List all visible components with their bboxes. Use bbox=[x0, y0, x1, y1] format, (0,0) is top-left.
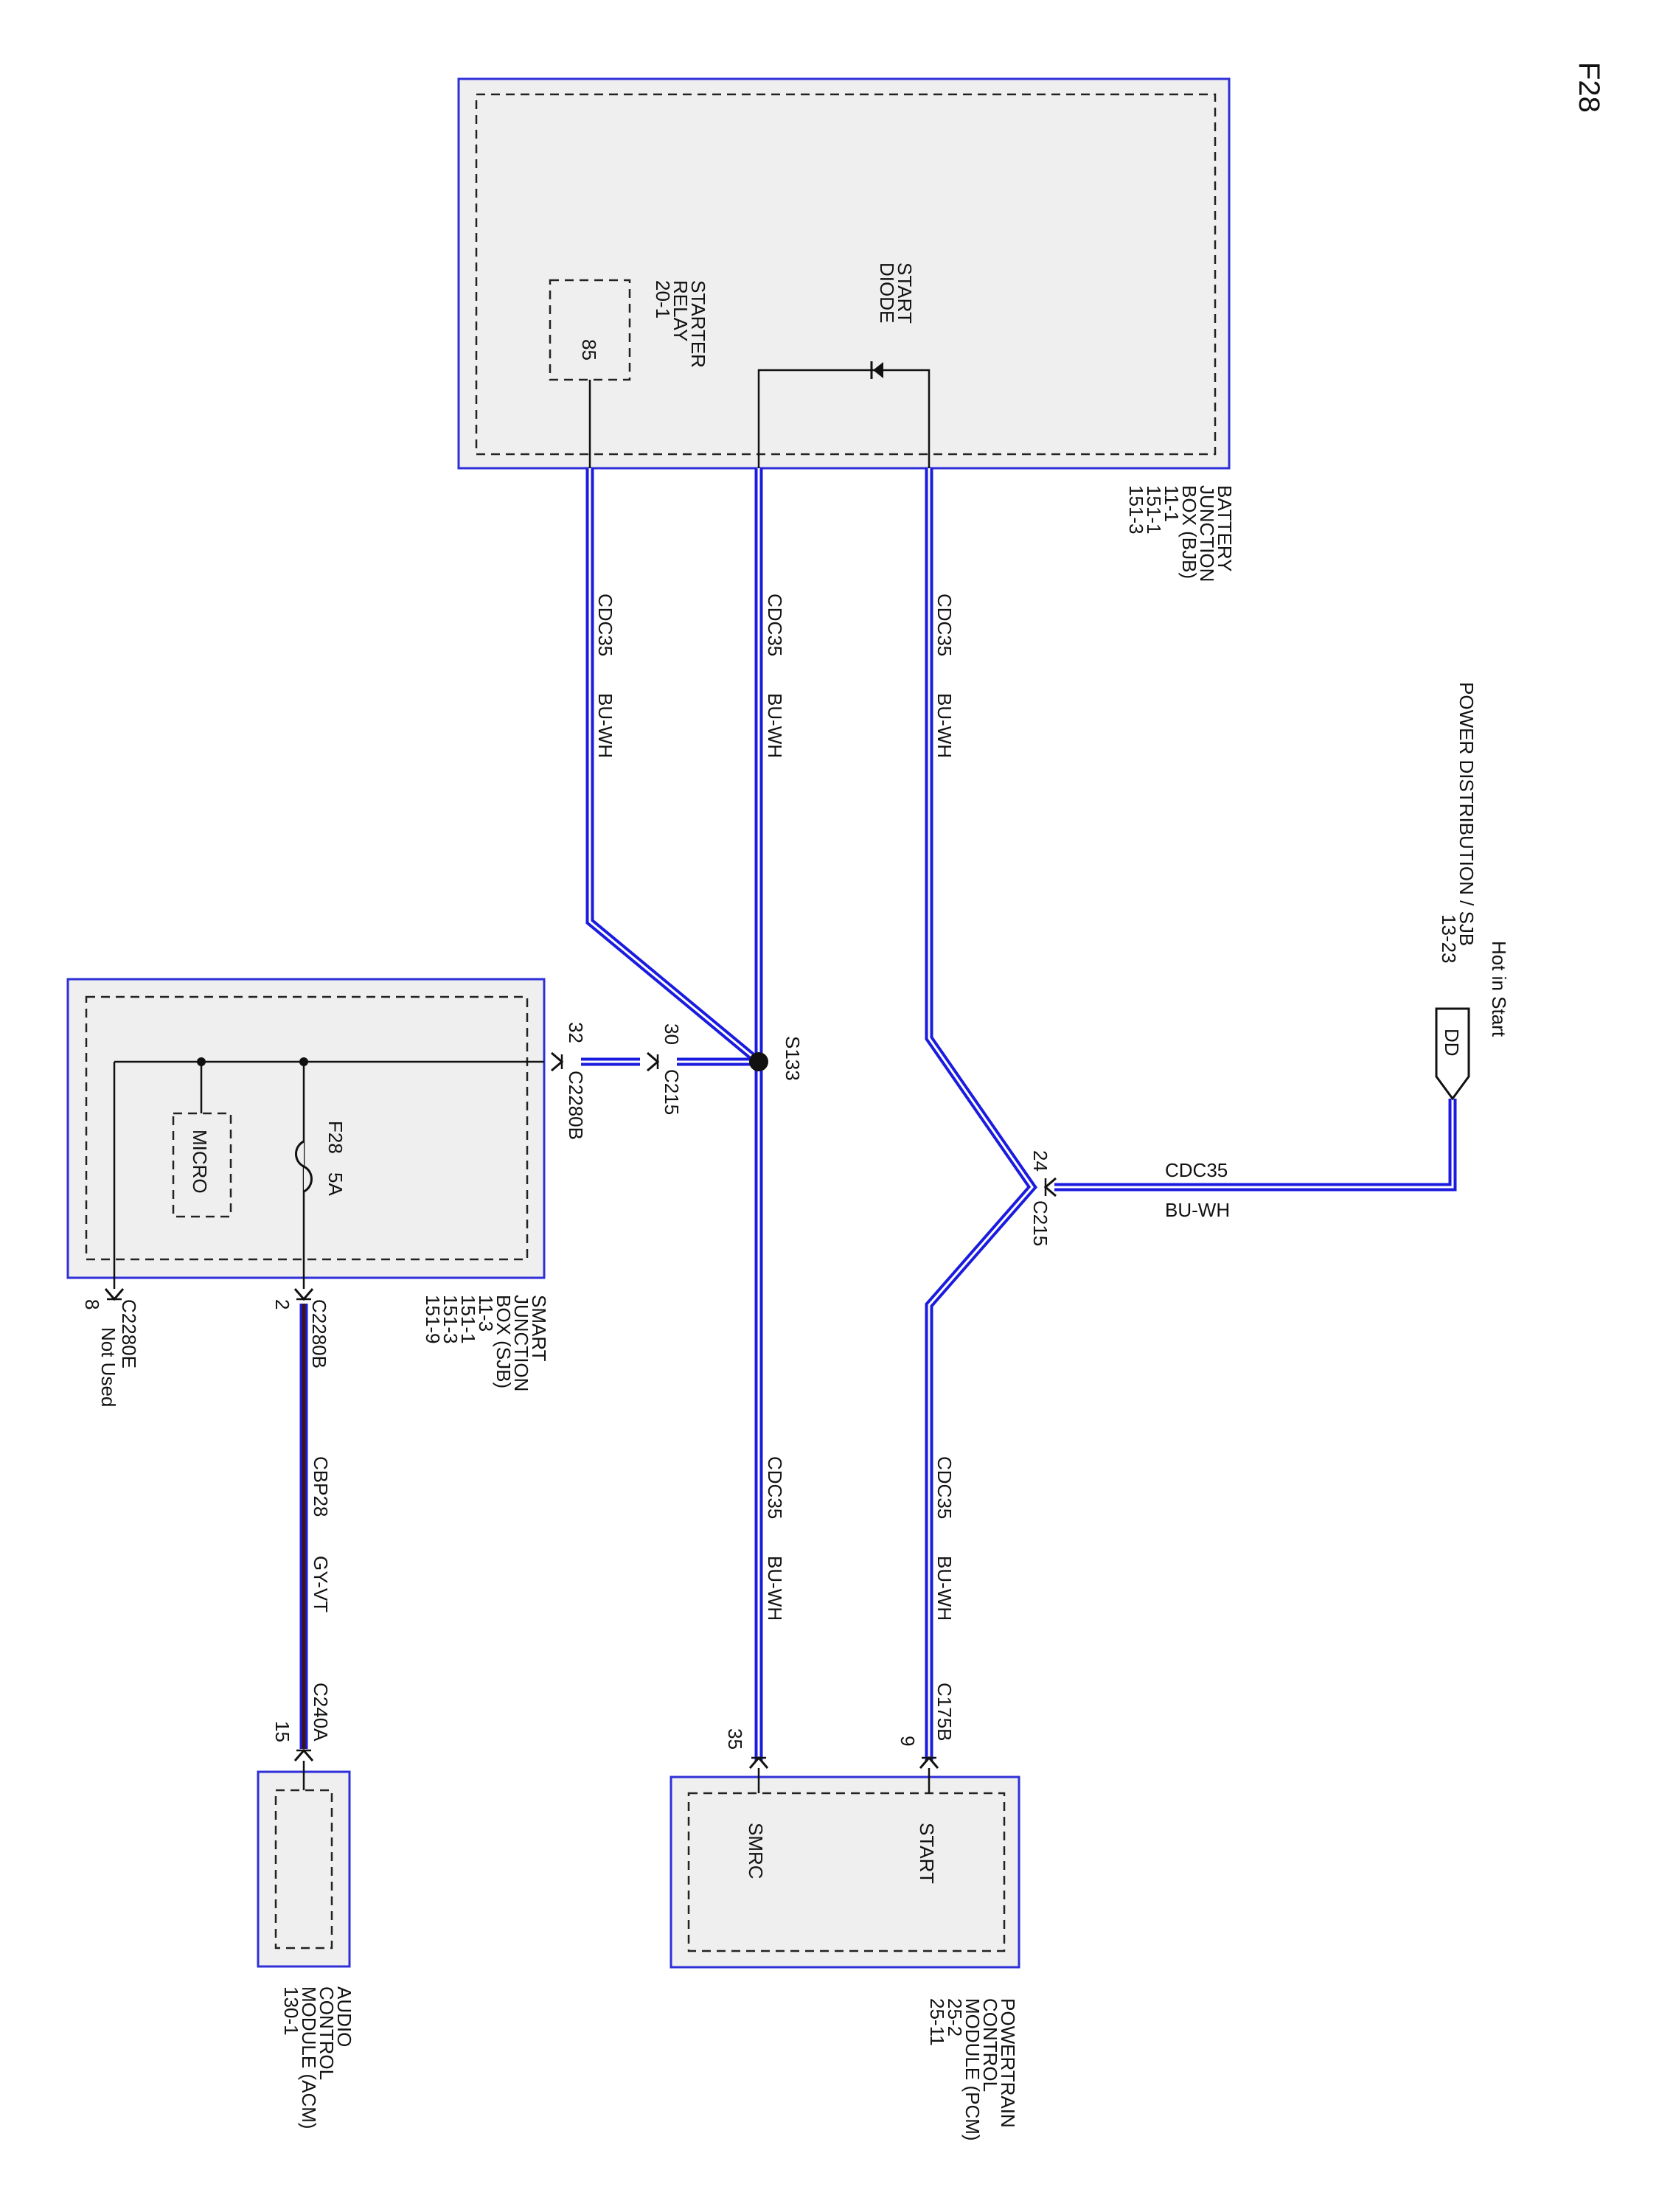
svg-text:CDC35: CDC35 bbox=[933, 594, 956, 656]
svg-text:RELAY: RELAY bbox=[669, 280, 692, 341]
svg-text:C2280E: C2280E bbox=[118, 1299, 140, 1368]
svg-text:C215: C215 bbox=[1029, 1200, 1051, 1246]
svg-text:151-9: 151-9 bbox=[422, 1295, 444, 1344]
c240a-connector: C240A 15 bbox=[271, 1683, 332, 1761]
c215-connector-mid: 30 C215 bbox=[647, 1023, 683, 1115]
c2280b-connector-out: C2280B 2 bbox=[271, 1288, 330, 1368]
pcm-pin-start: START bbox=[916, 1823, 938, 1884]
svg-text:POWERTRAIN: POWERTRAIN bbox=[997, 1998, 1019, 2128]
svg-text:BU-WH: BU-WH bbox=[933, 693, 956, 758]
micro-block: MICRO bbox=[172, 1112, 232, 1218]
c2280e-connector: C2280E 8 Not Used bbox=[81, 1288, 140, 1407]
smart-junction-box: F28 5A MICRO SMART JUNCTION BOX (SJB) 11… bbox=[66, 978, 550, 1391]
acm-module: AUDIO CONTROL MODULE (ACM) 130-1 bbox=[257, 1761, 355, 2129]
svg-text:35: 35 bbox=[724, 1728, 746, 1750]
wire-relay-to-s133 bbox=[585, 468, 762, 1065]
svg-text:5A: 5A bbox=[324, 1172, 347, 1196]
svg-text:151-1: 151-1 bbox=[457, 1295, 479, 1344]
svg-text:11-3: 11-3 bbox=[475, 1295, 497, 1332]
svg-text:BU-WH: BU-WH bbox=[764, 693, 786, 758]
svg-text:32: 32 bbox=[565, 1022, 587, 1043]
svg-text:Not Used: Not Used bbox=[97, 1327, 119, 1407]
splice-s133: S133 bbox=[749, 1036, 804, 1081]
svg-text:8: 8 bbox=[81, 1299, 103, 1310]
svg-text:Hot in Start: Hot in Start bbox=[1488, 941, 1510, 1037]
svg-text:SMART: SMART bbox=[528, 1295, 550, 1362]
svg-text:CDC35: CDC35 bbox=[764, 594, 786, 656]
svg-text:MICRO: MICRO bbox=[189, 1130, 211, 1194]
svg-text:CDC35: CDC35 bbox=[594, 594, 616, 656]
svg-text:AUDIO: AUDIO bbox=[333, 1986, 355, 2047]
starter-relay-label: STARTER RELAY 20-1 bbox=[652, 280, 709, 368]
pcm-smrc-connector: 35 bbox=[724, 1728, 769, 1769]
svg-text:DIODE: DIODE bbox=[876, 262, 898, 323]
svg-text:25-2: 25-2 bbox=[944, 1998, 966, 2037]
svg-text:130-1: 130-1 bbox=[280, 1986, 302, 2036]
svg-text:13-23: 13-23 bbox=[1438, 914, 1460, 964]
svg-text:BOX (SJB): BOX (SJB) bbox=[493, 1295, 515, 1388]
svg-text:CONTROL: CONTROL bbox=[316, 1986, 338, 2080]
wire-labels-top: CDC35 BU-WH CDC35 BU-WH CDC35 BU-WH bbox=[594, 594, 956, 758]
relay-pin-85: 85 bbox=[578, 339, 600, 361]
wire-power-feed bbox=[1054, 1099, 1457, 1192]
svg-text:BU-WH: BU-WH bbox=[594, 693, 616, 758]
svg-text:STARTER: STARTER bbox=[687, 280, 709, 368]
wire-label-feed-color: BU-WH bbox=[1165, 1199, 1230, 1221]
power-source-tag: DD bbox=[1441, 1029, 1463, 1057]
page-id: F28 bbox=[1573, 62, 1605, 113]
svg-text:CBP28: CBP28 bbox=[310, 1456, 332, 1517]
c2280b-connector-in: 32 C2280B bbox=[551, 1022, 587, 1140]
svg-text:C175B: C175B bbox=[933, 1683, 956, 1742]
svg-text:9: 9 bbox=[897, 1736, 919, 1746]
acm-name: AUDIO CONTROL MODULE (ACM) 130-1 bbox=[280, 1986, 355, 2129]
wire-label-feed-circuit: CDC35 bbox=[1165, 1159, 1228, 1181]
pcm-name: POWERTRAIN CONTROL MODULE (PCM) 25-2 25-… bbox=[926, 1998, 1019, 2141]
wire-diode-to-pcm-start bbox=[925, 468, 1037, 1761]
svg-text:CDC35: CDC35 bbox=[933, 1456, 956, 1519]
svg-text:BU-WH: BU-WH bbox=[933, 1556, 956, 1621]
svg-text:11-1: 11-1 bbox=[1161, 485, 1183, 522]
svg-text:GY-VT: GY-VT bbox=[310, 1556, 332, 1613]
svg-text:BATTERY: BATTERY bbox=[1214, 485, 1236, 572]
svg-text:CDC35: CDC35 bbox=[764, 1456, 786, 1519]
svg-text:15: 15 bbox=[271, 1721, 293, 1742]
svg-text:24: 24 bbox=[1029, 1150, 1051, 1172]
svg-text:2: 2 bbox=[271, 1299, 293, 1310]
svg-text:F28: F28 bbox=[324, 1121, 347, 1154]
sjb-name: SMART JUNCTION BOX (SJB) 11-3 151-1 151-… bbox=[422, 1295, 550, 1391]
svg-text:MODULE (ACM): MODULE (ACM) bbox=[298, 1986, 320, 2129]
svg-text:C2280B: C2280B bbox=[565, 1071, 587, 1140]
svg-text:151-3: 151-3 bbox=[439, 1295, 462, 1344]
c215-connector-top: 24 C215 bbox=[1029, 1150, 1057, 1246]
svg-text:S133: S133 bbox=[782, 1036, 804, 1081]
svg-text:151-3: 151-3 bbox=[1125, 485, 1147, 535]
start-diode-label: START DIODE bbox=[876, 262, 916, 324]
svg-text:BOX (BJB): BOX (BJB) bbox=[1178, 485, 1200, 579]
fuse-f28: F28 5A bbox=[295, 1121, 347, 1196]
svg-text:C240A: C240A bbox=[310, 1683, 332, 1742]
wire-labels-bottom: CDC35 BU-WH CDC35 BU-WH bbox=[764, 1456, 956, 1621]
svg-text:C2280B: C2280B bbox=[308, 1299, 330, 1368]
svg-text:20-1: 20-1 bbox=[652, 280, 674, 319]
svg-text:C215: C215 bbox=[661, 1069, 683, 1115]
battery-junction-box: 85 STARTER RELAY 20-1 START DIODE BATTER… bbox=[457, 77, 1236, 582]
wire-sjb-to-acm: CBP28 GY-VT bbox=[299, 1304, 332, 1749]
svg-text:CONTROL: CONTROL bbox=[979, 1998, 1001, 2092]
svg-text:30: 30 bbox=[661, 1023, 683, 1045]
svg-text:JUNCTION: JUNCTION bbox=[1196, 485, 1218, 582]
svg-text:POWER DISTRIBUTION / SJB: POWER DISTRIBUTION / SJB bbox=[1455, 682, 1478, 946]
pcm-pin-smrc: SMRC bbox=[745, 1823, 767, 1879]
start-diode-symbol bbox=[757, 361, 931, 468]
svg-text:BU-WH: BU-WH bbox=[764, 1556, 786, 1621]
svg-text:START: START bbox=[894, 262, 916, 324]
svg-text:25-11: 25-11 bbox=[926, 1998, 948, 2046]
power-source: DD Hot in Start POWER DISTRIBUTION / SJB… bbox=[1435, 682, 1510, 1101]
bjb-name: BATTERY JUNCTION BOX (BJB) 11-1 151-1 15… bbox=[1125, 485, 1236, 582]
pcm-module: START SMRC POWERTRAIN CONTROL MODULE (PC… bbox=[669, 1768, 1020, 2141]
svg-text:151-1: 151-1 bbox=[1143, 485, 1165, 535]
svg-text:JUNCTION: JUNCTION bbox=[510, 1295, 532, 1391]
c175b-connector: C175B 9 bbox=[897, 1683, 956, 1769]
svg-text:MODULE (PCM): MODULE (PCM) bbox=[961, 1998, 984, 2141]
